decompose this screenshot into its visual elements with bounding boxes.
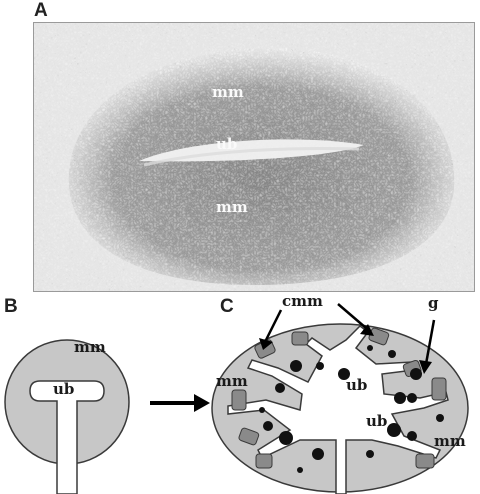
label-cmm: cmm [282,292,323,310]
ureteric-bud-b [29,380,105,494]
label-ub-b: ub [53,380,75,398]
panel-c-diagram [211,303,469,494]
schematic-diagram [4,303,469,494]
panel-a-letter: A [34,0,48,21]
micrograph-panel: mm ub mm [33,22,475,292]
label-ub-top: ub [346,376,368,394]
label-mm-left: mm [216,372,248,390]
label-ub: ub [216,135,238,153]
label-pointer-arrows [259,303,436,374]
label-ub-bottom: ub [366,412,388,430]
label-g: g [428,294,439,312]
panel-c-letter: C [220,296,234,317]
panel-b-letter: B [4,296,18,317]
label-mm-bottom: mm [216,198,248,216]
glomeruli-dots [259,345,444,473]
panel-b-diagram [4,339,130,494]
arrow-b-to-c [150,394,210,412]
label-mm-right: mm [434,432,466,450]
label-mm-b: mm [74,338,106,356]
label-mm-top: mm [212,83,244,101]
micrograph-image [34,23,474,291]
condensed-mesenchyme-caps [231,327,447,469]
ureteric-tree-c [227,325,449,494]
